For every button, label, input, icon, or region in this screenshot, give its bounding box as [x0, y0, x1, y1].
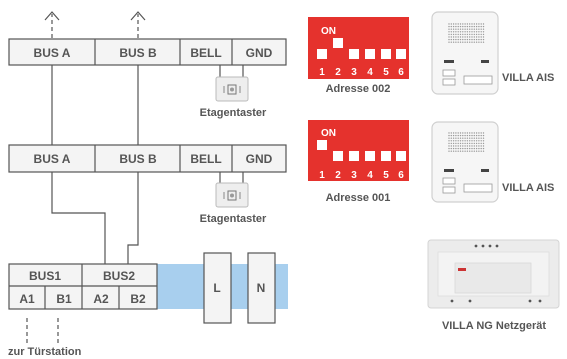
- svg-text:4: 4: [367, 67, 373, 78]
- dip-toggle-5: [381, 151, 391, 161]
- power-supply-terminals: BUS1 BUS2 A1 B1 A2 B2: [8, 263, 158, 310]
- dip-toggle-2: [333, 38, 343, 48]
- address-label: Adresse 001: [326, 192, 391, 204]
- bus2-label: BUS2: [103, 269, 135, 283]
- bell-icon: [223, 190, 241, 201]
- floor-button-label: Etagentaster: [200, 107, 267, 119]
- device-label: VILLA AIS: [502, 182, 554, 194]
- terminal-block-top: BUS A BUS B BELL GND: [8, 38, 287, 66]
- svg-text:2: 2: [335, 67, 341, 78]
- terminal-n: N: [247, 252, 276, 324]
- door-station-label: zur Türstation: [8, 346, 82, 358]
- dip-numbers: 1 2 3 4 5 6: [319, 67, 404, 78]
- indoor-station-device-2: VILLA AIS: [431, 121, 554, 203]
- dip-toggle-4: [365, 151, 375, 161]
- dip-toggle-3: [349, 49, 359, 59]
- terminal-gnd: GND: [246, 46, 273, 60]
- terminal-bus-a: BUS A: [34, 152, 71, 166]
- svg-text:3: 3: [351, 67, 357, 78]
- svg-text:5: 5: [383, 67, 389, 78]
- dip-toggle-3: [349, 151, 359, 161]
- terminal-block-middle: BUS A BUS B BELL GND: [8, 144, 287, 173]
- terminal-bell: BELL: [190, 152, 221, 166]
- door-station-leads: zur Türstation: [8, 318, 82, 358]
- svg-text:L: L: [213, 281, 220, 295]
- dip-switch-1: ON 1 2 3 4 5 6 Adresse 002: [308, 17, 409, 95]
- dip-switches: [317, 140, 406, 161]
- speaker-grille-icon: [448, 132, 485, 152]
- svg-text:1: 1: [319, 170, 325, 181]
- terminal-bus-b: BUS B: [119, 152, 157, 166]
- floor-button-middle: Etagentaster: [200, 172, 267, 225]
- terminal-bell: BELL: [190, 46, 221, 60]
- indoor-station-device-1: VILLA AIS: [431, 11, 554, 95]
- terminal-a1: A1: [19, 292, 35, 306]
- dip-toggle-5: [381, 49, 391, 59]
- dip-toggle-1: [317, 49, 327, 59]
- bus-wires: [51, 65, 139, 264]
- dip-switch-2: ON 1 2 3 4 5 6 Adresse 001: [308, 120, 409, 204]
- dip-toggle-4: [365, 49, 375, 59]
- address-label: Adresse 002: [326, 83, 391, 95]
- power-supply-device: VILLA NG Netzgerät: [427, 239, 560, 332]
- svg-text:2: 2: [335, 170, 341, 181]
- terminal-bus-a: BUS A: [34, 46, 71, 60]
- dip-switches: [317, 38, 406, 59]
- svg-text:3: 3: [351, 170, 357, 181]
- svg-text:1: 1: [319, 67, 325, 78]
- dip-toggle-1: [317, 140, 327, 150]
- dip-toggle-6: [396, 151, 406, 161]
- terminal-b1: B1: [56, 292, 72, 306]
- floor-button-top: Etagentaster: [200, 65, 267, 119]
- dip-on-label: ON: [321, 26, 336, 37]
- bell-icon: [223, 84, 241, 95]
- terminal-gnd: GND: [246, 152, 273, 166]
- svg-text:6: 6: [398, 170, 404, 181]
- dip-toggle-2: [333, 151, 343, 161]
- terminal-l: L: [203, 252, 232, 324]
- speaker-grille-icon: [448, 23, 485, 43]
- svg-text:4: 4: [367, 170, 373, 181]
- floor-button-label: Etagentaster: [200, 213, 267, 225]
- bus1-label: BUS1: [29, 269, 61, 283]
- dip-toggle-6: [396, 49, 406, 59]
- device-label: VILLA NG Netzgerät: [442, 320, 546, 332]
- upward-arrow-b: [130, 11, 146, 38]
- device-label: VILLA AIS: [502, 72, 554, 84]
- svg-text:6: 6: [398, 67, 404, 78]
- terminal-bus-b: BUS B: [119, 46, 157, 60]
- svg-text:5: 5: [383, 170, 389, 181]
- dip-on-label: ON: [321, 128, 336, 139]
- dip-numbers: 1 2 3 4 5 6: [319, 170, 404, 181]
- upward-arrow-a: [44, 11, 60, 38]
- svg-text:N: N: [257, 281, 266, 295]
- terminal-a2: A2: [93, 292, 109, 306]
- terminal-b2: B2: [130, 292, 146, 306]
